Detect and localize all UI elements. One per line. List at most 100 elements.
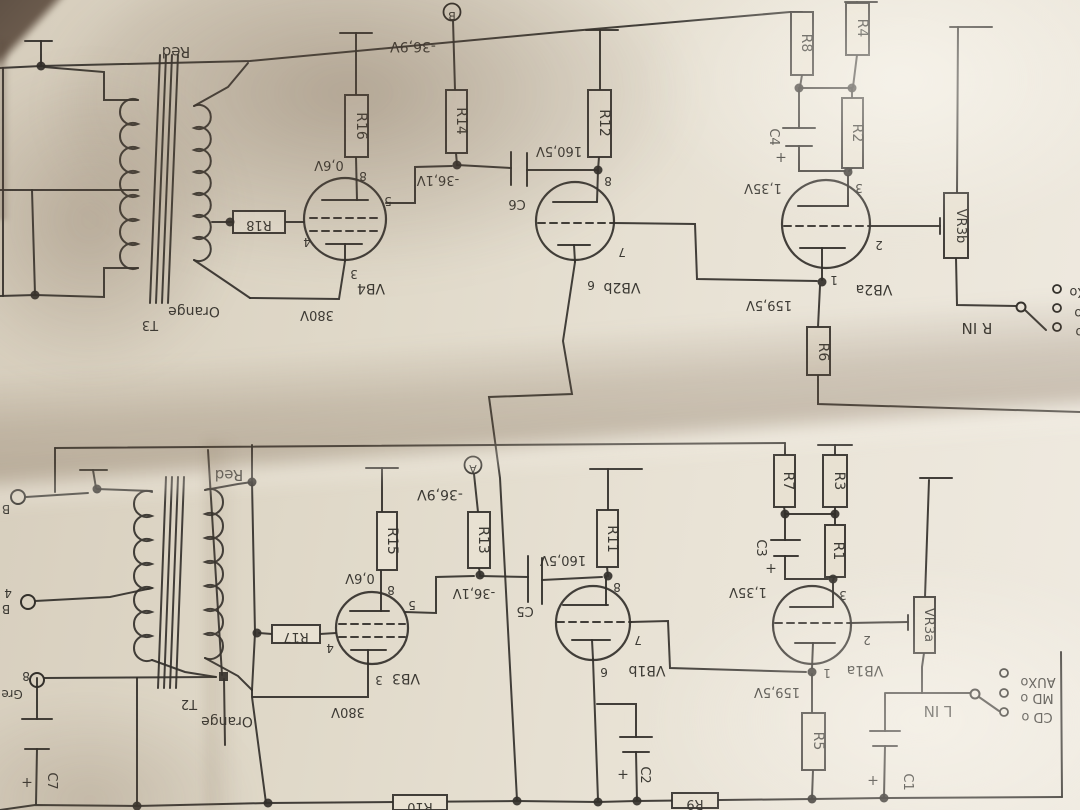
- wire: [635, 751, 638, 801]
- term-b-label: B: [448, 9, 456, 22]
- transformer-t3-core: [149, 54, 161, 304]
- orange-t2-label: Orange: [201, 713, 253, 729]
- junction-dot: [632, 796, 642, 806]
- wire: [0, 294, 36, 297]
- resistor-box-r5: [801, 712, 826, 771]
- selector-pivot: [969, 688, 981, 700]
- wire: [355, 156, 358, 201]
- resistor-box-r14: [445, 89, 468, 154]
- junction-dot: [879, 793, 889, 803]
- pin3-vb4-label: 3: [350, 267, 358, 281]
- r3-label: R3: [831, 472, 847, 491]
- c5-label: C5: [516, 603, 533, 618]
- pin5-vb4-label: 5: [384, 194, 392, 208]
- vm36p1-bot-label: -36,1V: [453, 585, 496, 600]
- transformer-t2-secondary-winding: [133, 490, 155, 662]
- r12-label: R12: [596, 109, 612, 137]
- tube-vb1b: [554, 584, 632, 662]
- test-point-circle: [442, 2, 462, 22]
- aux-r-label: AUXo: [1069, 284, 1080, 299]
- v160p5-bot-label: 160,5V: [540, 552, 586, 567]
- vb3-label: VB3: [392, 670, 420, 686]
- junction-dot: [36, 61, 46, 71]
- r6-label: R6: [815, 343, 831, 362]
- junction-dot: [92, 484, 102, 494]
- cd-r-label: CD o: [1075, 324, 1080, 339]
- pin6-vb1b-label: 6: [600, 665, 608, 679]
- wire: [1060, 651, 1063, 798]
- wire: [978, 696, 1000, 712]
- lin-label: L IN: [924, 702, 953, 720]
- v380-top-label: 380V: [300, 307, 334, 322]
- selector-pivot: [1015, 301, 1027, 313]
- pin7-vb2b-label: 7: [618, 245, 626, 259]
- transformer-t3-core: [167, 54, 179, 304]
- junction-dot: [475, 570, 485, 580]
- wire: [456, 164, 512, 169]
- junction-dot: [828, 574, 838, 584]
- wire: [193, 259, 251, 299]
- junction-dot: [847, 83, 857, 93]
- resistor-box-vr3a: [913, 596, 936, 654]
- resistor-box-r13: [467, 511, 491, 569]
- vr3b-label: VR3b: [953, 209, 968, 243]
- r14-label: R14: [453, 107, 469, 135]
- pin8-vb4-label: 8: [359, 169, 367, 183]
- wire: [883, 745, 886, 798]
- junction-dot: [843, 167, 853, 177]
- v1p35-bot-label: 1,35V: [729, 584, 767, 599]
- wire: [596, 169, 599, 203]
- wire: [596, 703, 637, 738]
- transformer-t2-core: [169, 476, 179, 689]
- pin3-vb1a-label: 3: [839, 588, 847, 602]
- c3-label: C3: [753, 539, 768, 556]
- output-terminal: [10, 489, 26, 505]
- wire: [1024, 309, 1047, 331]
- transformer-t2-core: [157, 476, 167, 689]
- vb1a-label: VB1a: [847, 662, 884, 678]
- wire: [223, 678, 226, 746]
- junction-dot: [512, 796, 522, 806]
- wire: [31, 189, 36, 295]
- junction-dot: [30, 290, 40, 300]
- output-terminal: [20, 594, 36, 610]
- v1p35-top-label: 1,35V: [744, 180, 782, 195]
- wire: [956, 26, 959, 194]
- r2-label: R2: [849, 124, 865, 143]
- red-t3-label: Red: [162, 43, 191, 61]
- wire: [251, 481, 256, 634]
- c4-label: C4: [766, 128, 781, 145]
- resistor-box-r9: [671, 792, 719, 809]
- plus-c7-label: +: [21, 774, 33, 790]
- wire: [955, 257, 1017, 307]
- orange-t3-label: Orange: [168, 303, 220, 319]
- wire: [849, 621, 909, 624]
- junction-dot: [452, 160, 462, 170]
- wire: [541, 576, 603, 581]
- wire: [251, 689, 267, 804]
- wire: [252, 663, 369, 698]
- wire: [35, 748, 38, 805]
- md-l-label: MD o: [1020, 690, 1053, 705]
- selector-contact: [999, 707, 1009, 717]
- plus-c1-label: +: [867, 772, 879, 788]
- r7-label: R7: [780, 472, 796, 491]
- junction-dot: [252, 628, 262, 638]
- junction-dot: [794, 83, 804, 93]
- out-b-top-label: B: [2, 502, 10, 516]
- wire: [924, 479, 930, 598]
- r13-label: R13: [475, 526, 491, 554]
- red-t2-label: Red: [215, 466, 244, 484]
- pin3-vb2a-label: 3: [855, 181, 863, 195]
- c6-label: C6: [508, 196, 525, 211]
- cd-l-label: CD o: [1021, 709, 1052, 724]
- pin2-vb1a-label: 2: [863, 633, 871, 647]
- r5-label: R5: [810, 732, 826, 751]
- wire: [385, 165, 453, 204]
- v159p5-top-label: 159,5V: [746, 297, 792, 312]
- r1-label: R1: [830, 542, 846, 561]
- out-4-label: 4: [4, 586, 12, 600]
- r8-label: R8: [798, 34, 814, 53]
- transformer-t2-core: [175, 476, 185, 689]
